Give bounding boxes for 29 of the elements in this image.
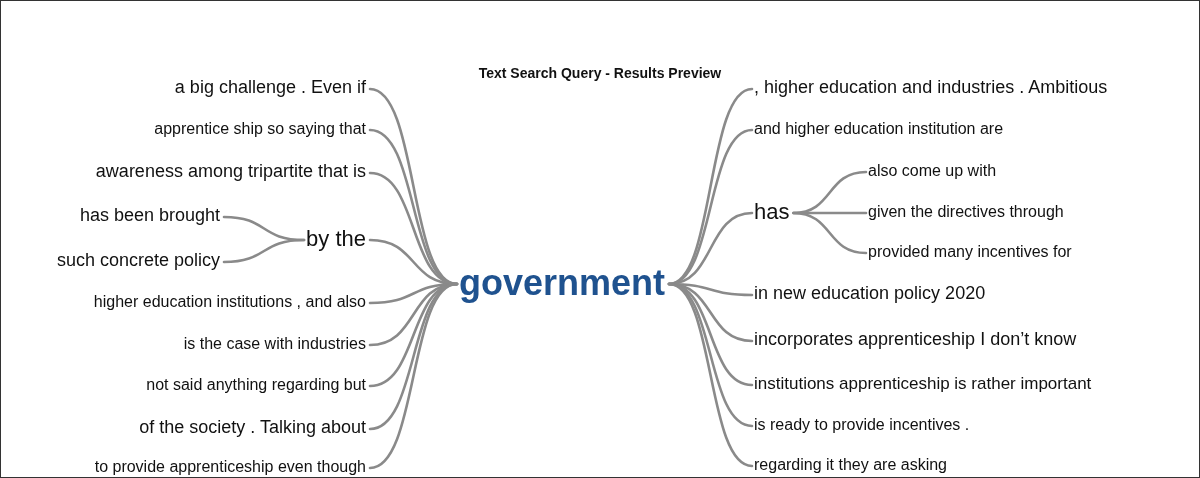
phrase: in new education policy 2020: [751, 283, 989, 305]
phrase: awareness among tripartite that is: [92, 161, 369, 183]
chart-title: Text Search Query - Results Preview: [477, 65, 723, 81]
phrase: institutions apprenticeship is rather important: [751, 373, 1095, 395]
phrase: incorporates apprenticeship I don’t know: [751, 329, 1080, 351]
phrase: such concrete policy: [53, 250, 223, 272]
branch-line: [368, 282, 459, 470]
branch-line: [667, 87, 754, 286]
branch-line: [792, 211, 868, 255]
phrase: also come up with: [865, 161, 1000, 181]
phrase: higher education institutions , and also: [90, 292, 369, 312]
phrase: to provide apprenticeship even though: [91, 457, 369, 477]
branch-line: [222, 238, 306, 264]
phrase: by the: [303, 225, 369, 253]
phrase: and higher education institution are: [751, 119, 1007, 139]
phrase: given the directives through: [865, 202, 1067, 222]
phrase: apprentice ship so saying that: [151, 119, 369, 139]
branch-line: [667, 282, 754, 468]
phrase: a big challenge . Even if: [171, 77, 369, 99]
phrase: regarding it they are asking: [751, 455, 950, 475]
phrase: is ready to provide incentives .: [751, 415, 973, 435]
phrase: has: [751, 198, 793, 226]
phrase: of the society . Talking about: [136, 417, 369, 439]
phrase: , higher education and industries . Ambitious: [751, 77, 1111, 99]
phrase: is the case with industries: [180, 334, 369, 354]
root-word: government: [456, 261, 668, 305]
phrase: not said anything regarding but: [143, 375, 369, 395]
phrase: provided many incentives for: [865, 242, 1075, 262]
phrase: has been brought: [76, 205, 223, 227]
